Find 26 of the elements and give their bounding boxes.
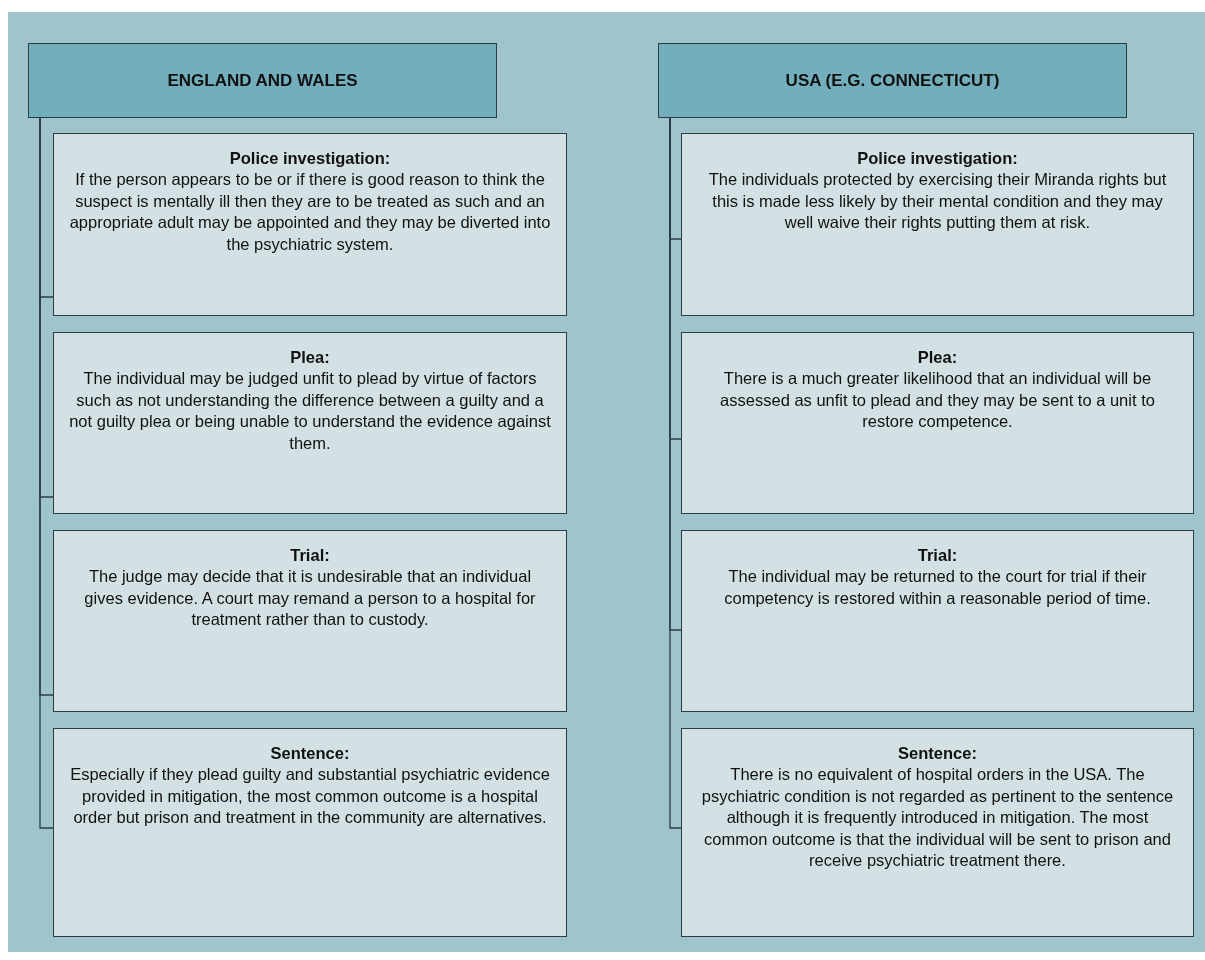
stage-heading: Police investigation: [857,148,1018,169]
stage-description: There is no equivalent of hospital orders in the USA. The psychiatric condition is not regarded as pertinent to the sentence although it is frequently introduced in mitigation. The most common outcome is that the individual will be sent to prison and receive psychiatric treatment there. [700,764,1175,872]
stage-box [681,133,1194,316]
stage-description: The judge may decide that it is undesirable that an individual gives evidence. A court may remand a person to a hospital for treatment rather than to custody. [83,566,537,631]
stage-box [681,530,1194,712]
stage-heading: Trial: [917,545,958,566]
stage-box [681,728,1194,937]
stage-box [53,530,567,712]
stage-description: The individual may be returned to the court for trial if their competency is restored within a reasonable period of time. [723,566,1152,609]
stage-box [53,332,567,514]
stage-heading: Trial: [290,545,330,566]
stage-description: There is a much greater likelihood that an individual will be assessed as unfit to plead and they may be sent to a unit to restore competence. [719,368,1156,433]
stage-heading: Plea: [290,347,330,368]
stage-description: The individual may be judged unfit to plead by virtue of factors such as not understanding the difference between a guilty and a not guilty plea or being unable to understand the evidence against them. [68,368,552,454]
stage-description: The individuals protected by exercising their Miranda rights but this is made less likely by their mental condition and they may well waive their rights putting them at risk. [707,169,1168,234]
stage-box [53,133,567,316]
jurisdiction-header: ENGLAND AND WALES [28,43,497,118]
stage-description: If the person appears to be or if there is good reason to think the suspect is mentally ill then they are to be treated as such and an appropriate adult may be appointed and they may be diverted into the psychiatric system. [68,169,552,255]
stage-heading: Police investigation: [229,148,391,169]
stage-heading: Plea: [917,347,958,368]
stage-heading: Sentence: [898,743,977,764]
stage-box [53,728,567,937]
jurisdiction-header: USA (E.G. CONNECTICUT) [658,43,1127,118]
stage-heading: Sentence: [270,743,350,764]
stage-box [681,332,1194,514]
stage-description: Especially if they plead guilty and substantial psychiatric evidence provided in mitigation, the most common outcome is a hospital order but prison and treatment in the community are alternatives. [69,764,551,829]
